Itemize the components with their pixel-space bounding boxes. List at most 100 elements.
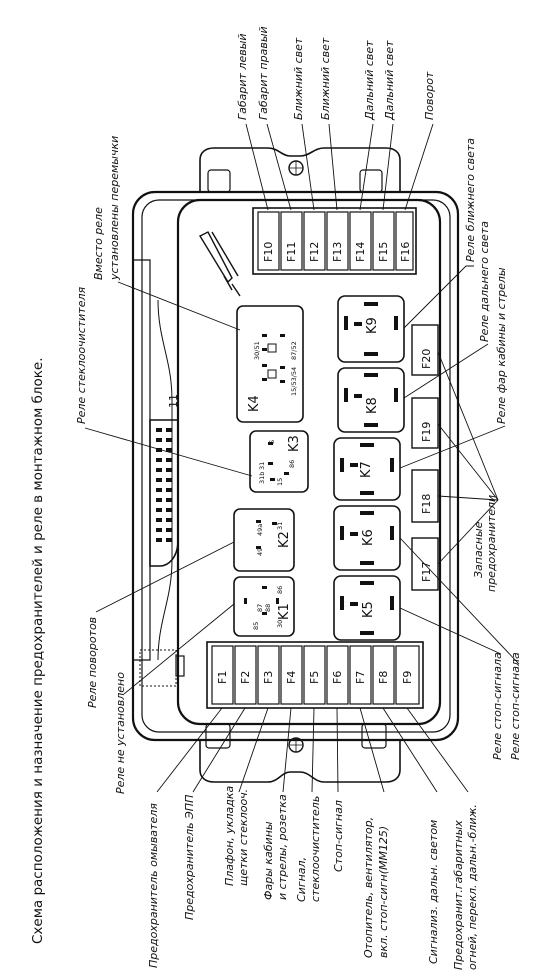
- relay-pin: 15/53/54: [290, 367, 298, 396]
- fuse-f6[interactable]: F6: [326, 645, 349, 705]
- label-f2: Предохранитель ЭПП: [183, 795, 196, 920]
- relay-k1[interactable]: 87 86 88 85 30 K1: [233, 576, 295, 637]
- relay-k3[interactable]: 31 S 31b 15 86 K3: [249, 430, 309, 493]
- relay-label: K9: [365, 317, 380, 334]
- relay-label: K1: [277, 603, 292, 620]
- fuse-label: F7: [354, 671, 367, 684]
- fuse-f12[interactable]: F12: [303, 211, 326, 271]
- relay-k7[interactable]: K7: [333, 437, 401, 501]
- label-f1: Предохранитель омывателя: [147, 803, 160, 968]
- label-f5-line1: Сигнал,: [295, 857, 308, 902]
- fuse-label: F15: [377, 242, 390, 262]
- label-f3-line2: щетки стеклооч.: [237, 789, 250, 886]
- fuse-label: F11: [285, 242, 298, 262]
- spare-fuse-f20[interactable]: F20: [411, 324, 439, 376]
- label-spare-line1: Запасные: [472, 521, 485, 578]
- label-f7-line2: вкл. стоп-сигн(ММ125): [377, 826, 390, 958]
- relay-pin: S: [268, 440, 276, 444]
- relay-pin: 86: [276, 586, 284, 594]
- label-f9-line2: огней, перекл. дальн.-ближ.: [466, 804, 479, 970]
- fuse-f2[interactable]: F2: [234, 645, 257, 705]
- fuse-tweezers-icon: [199, 231, 241, 297]
- fuse-f4[interactable]: F4: [280, 645, 303, 705]
- label-k3: Реле стеклоочистителя: [75, 286, 88, 424]
- fuse-label: F14: [354, 242, 367, 262]
- relay-label: K4: [247, 395, 262, 412]
- fuse-f16[interactable]: F16: [395, 211, 414, 271]
- label-f16: Поворот: [423, 71, 436, 120]
- fuse-label: F8: [377, 671, 390, 684]
- fuse-f7[interactable]: F7: [349, 645, 372, 705]
- fuse-f14[interactable]: F14: [349, 211, 372, 271]
- connector-11: 11: [149, 394, 180, 567]
- leader-lines: [84, 123, 520, 793]
- fuse-f15[interactable]: F15: [372, 211, 395, 271]
- relay-pin: 15: [276, 478, 284, 486]
- label-spare-line2: предохранители: [485, 495, 498, 592]
- relay-pin: 87: [256, 604, 264, 612]
- label-f7-line1: Отопитель, вентилятор,: [362, 817, 375, 958]
- fuse-label: F4: [285, 671, 298, 684]
- fuse-f5[interactable]: F5: [303, 645, 326, 705]
- relay-k8[interactable]: K8: [337, 367, 405, 433]
- relay-k9[interactable]: K9: [337, 295, 405, 363]
- fuse-label: F6: [331, 671, 344, 684]
- relay-k2[interactable]: 49a 49 31 K2: [233, 508, 295, 572]
- label-k6: Реле стоп-сигнала: [509, 652, 522, 760]
- label-f10: Габарит левый: [236, 33, 249, 120]
- fuse-label: F12: [308, 242, 321, 262]
- label-f15: Дальний свет: [383, 40, 396, 121]
- relay-label: K3: [287, 435, 302, 452]
- relay-pin: 31b: [258, 472, 266, 484]
- label-f14: Дальний свет: [363, 40, 376, 121]
- relay-pin: 86: [288, 460, 296, 468]
- fuse-f8[interactable]: F8: [372, 645, 395, 705]
- fuse-row-top: F10 F11 F12 F13 F14 F15 F16: [252, 207, 417, 275]
- fuse-f10[interactable]: F10: [257, 211, 280, 271]
- label-f6: Стоп-сигнал: [332, 800, 345, 872]
- label-f4-line2: и стрелы, розетка: [276, 794, 289, 900]
- label-f13: Ближний свет: [319, 37, 332, 120]
- label-k9: Реле ближнего света: [464, 138, 477, 262]
- relay-k4[interactable]: 30/51 87/52 15/53/54 K4: [236, 305, 304, 423]
- label-f8: Сигнализ. дальн. светом: [427, 820, 440, 964]
- fuse-f9[interactable]: F9: [395, 645, 420, 705]
- relay-pin: 31: [258, 462, 266, 470]
- label-k4-line2: установлены перемычки: [108, 136, 121, 281]
- label-k5: Реле стоп-сигнала: [491, 652, 504, 760]
- relay-pin: 31: [276, 522, 284, 530]
- relay-pin: 30: [276, 620, 284, 628]
- fuse-label: F20: [420, 349, 433, 369]
- relay-k5[interactable]: K5: [333, 575, 401, 641]
- fuse-label: F5: [308, 671, 321, 684]
- fuse-label: F17: [420, 562, 433, 582]
- relay-label: K2: [277, 531, 292, 548]
- fuse-f1[interactable]: F1: [211, 645, 234, 705]
- relay-pin: 85: [252, 622, 260, 630]
- fuse-f3[interactable]: F3: [257, 645, 280, 705]
- relay-label: K6: [361, 529, 376, 546]
- relay-pin: 30/51: [253, 341, 261, 360]
- label-k4-line1: Вместо реле: [92, 207, 105, 280]
- fuse-label: F2: [239, 671, 252, 684]
- spare-fuse-f19[interactable]: F19: [411, 397, 439, 449]
- label-f11: Габарит правый: [257, 26, 270, 120]
- spare-fuse-f18[interactable]: F18: [411, 469, 439, 523]
- fuse-label: F16: [399, 242, 412, 262]
- relay-pin: 49: [256, 548, 264, 556]
- fuse-f11[interactable]: F11: [280, 211, 303, 271]
- fuse-label: F13: [331, 242, 344, 262]
- fuse-label: F9: [401, 671, 414, 684]
- relay-label: K5: [361, 601, 376, 618]
- relay-label: K8: [365, 397, 380, 414]
- fuse-f13[interactable]: F13: [326, 211, 349, 271]
- relay-k6[interactable]: K6: [333, 505, 401, 571]
- relay-pin: 88: [264, 604, 272, 612]
- label-k8: Реле дальнего света: [478, 221, 491, 342]
- relay-pin: 87/52: [290, 341, 298, 360]
- label-f5-line2: стеклоочиститель: [309, 796, 322, 902]
- label-f9-line1: Предохранит.габаритных: [452, 820, 465, 970]
- fuse-label: F1: [216, 671, 229, 684]
- fuse-row-bottom: F1 F2 F3 F4 F5 F6 F7 F8: [206, 641, 424, 709]
